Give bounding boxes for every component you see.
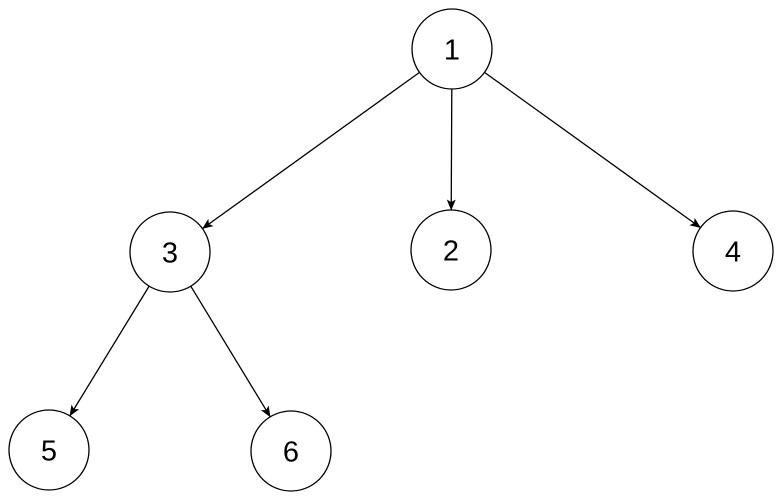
tree-node-4: 4: [692, 210, 774, 292]
node-circle-2: [410, 209, 492, 291]
node-circle-6: [250, 410, 332, 492]
node-circle-5: [8, 409, 90, 491]
node-circle-3: [129, 211, 211, 293]
tree-node-3: 3: [129, 211, 211, 293]
node-label-4: 4: [725, 236, 741, 268]
tree-node-1: 1: [411, 8, 493, 90]
tree-edge-1-2: [446, 88, 456, 211]
node-label-1: 1: [444, 34, 460, 66]
node-label-5: 5: [41, 435, 57, 467]
tree-edge-1-4: [484, 71, 701, 229]
tree-node-6: 6: [250, 410, 332, 492]
node-label-6: 6: [283, 436, 299, 468]
tree-edge-3-5: [69, 285, 150, 417]
tree-edge-1-3: [202, 71, 420, 230]
node-label-2: 2: [443, 235, 459, 267]
node-circle-1: [411, 8, 493, 90]
tree-edge-3-6: [190, 285, 271, 418]
tree-node-5: 5: [8, 409, 90, 491]
tree-node-2: 2: [410, 209, 492, 291]
node-label-3: 3: [162, 237, 178, 269]
node-circle-4: [692, 210, 774, 292]
